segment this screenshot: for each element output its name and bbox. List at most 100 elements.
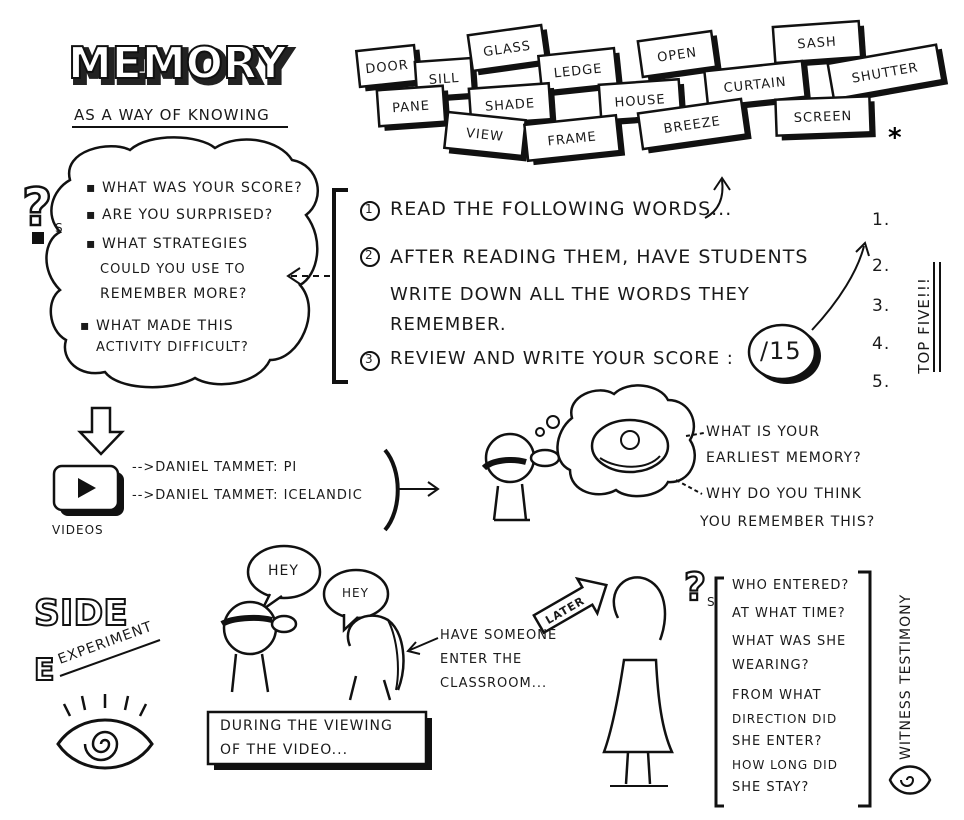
experiment-initial: E	[34, 653, 55, 688]
step-2-text-a: AFTER READING THEM, HAVE STUDENTS	[390, 246, 809, 268]
word-card-screen: SCREEN	[774, 95, 876, 141]
during-box	[206, 710, 428, 766]
woman-figure	[346, 614, 405, 701]
top5-number-1: 1.	[872, 210, 891, 230]
witness-testimony-label: WITNESS TESTIMONY	[898, 594, 914, 760]
baby-face-icon	[620, 430, 640, 450]
word-card-breeze: BREEZE	[636, 97, 752, 154]
qmark-dot	[32, 232, 44, 244]
instruction-line-2: ENTER THE	[440, 652, 523, 667]
word-card-pane: PANE	[375, 84, 451, 131]
step-circle-3	[360, 351, 380, 371]
standing-woman-figure	[602, 576, 674, 787]
title-shadow: MEMORY	[72, 42, 292, 93]
step-2-text-c: REMEMBER.	[390, 314, 507, 335]
top5-number-5: 5.	[872, 372, 891, 392]
word-card-label: DOOR	[365, 58, 410, 77]
thought-cloud	[556, 384, 696, 498]
instruction-line-1: HAVE SOMEONE	[440, 628, 558, 643]
score-circle	[747, 323, 817, 381]
step-number-2: 2	[365, 248, 374, 262]
man-figure	[220, 600, 298, 693]
witness-q-8: HOW LONG DID	[732, 758, 838, 772]
instruction-line-3: CLASSROOM...	[440, 676, 548, 691]
speech-bubble-1	[246, 544, 322, 600]
word-card-door: DOOR	[354, 43, 424, 92]
during-line-1: DURING THE VIEWING	[220, 718, 393, 734]
witness-q-6: DIRECTION DID	[732, 712, 838, 726]
during-line-2: OF THE VIDEO...	[220, 742, 349, 758]
video-link-icelandic[interactable]: -->DANIEL TAMMET: ICELANDIC	[132, 488, 363, 503]
word-card-glass: GLASS	[466, 23, 552, 76]
asterisk-mark: *	[888, 123, 902, 153]
witness-q-5: FROM WHAT	[732, 688, 822, 703]
top5-number-4: 4.	[872, 334, 891, 354]
memory-question-1b: EARLIEST MEMORY?	[706, 450, 862, 466]
top5-number-3: 3.	[872, 296, 891, 316]
word-card-label: SHADE	[485, 96, 536, 114]
witness-q-9: SHE STAY?	[732, 780, 810, 795]
step-circle-1	[360, 201, 380, 221]
word-card-label: SCREEN	[794, 109, 853, 126]
down-arrow-icon	[77, 406, 125, 456]
witness-qs-label: S	[707, 595, 716, 609]
witness-q-2: AT WHAT TIME?	[732, 606, 846, 621]
step-2-text-b: WRITE DOWN ALL THE WORDS THEY	[390, 284, 750, 305]
cloud-question-1: ▪ WHAT WAS YOUR SCORE?	[86, 180, 303, 196]
cloud-question-4b: ACTIVITY DIFFICULT?	[96, 340, 249, 355]
step-3-text: REVIEW AND WRITE YOUR SCORE :	[390, 348, 734, 369]
eye-icon	[56, 694, 154, 770]
witness-q-4: WEARING?	[732, 658, 810, 673]
arrow-score-to-top5	[811, 245, 865, 331]
page-subtitle: AS A WAY OF KNOWING	[74, 106, 270, 124]
hey-speech-1: HEY	[268, 563, 299, 579]
word-card-label: SILL	[428, 71, 460, 88]
word-card-label: VIEW	[465, 126, 504, 145]
witness-question-mark-icon: ?	[684, 565, 706, 609]
arrow-to-cards	[704, 179, 724, 219]
cloud-question-3c: REMEMBER MORE?	[100, 286, 248, 302]
word-card-label: OPEN	[656, 45, 698, 65]
cloud-question-3b: COULD YOU USE TO	[100, 262, 246, 277]
word-card-shutter: SHUTTER	[826, 43, 949, 104]
memory-question-2a: WHY DO YOU THINK	[706, 486, 862, 502]
step-number-3: 3	[365, 352, 374, 366]
steps-bracket	[332, 188, 348, 384]
word-card-label: CURTAIN	[723, 75, 787, 97]
word-card-sash: SASH	[771, 19, 867, 68]
hey-speech-2: HEY	[342, 586, 369, 600]
thinking-person-figure	[481, 415, 561, 522]
witness-q-3: WHAT WAS SHE	[732, 634, 847, 649]
videos-bracket	[383, 448, 400, 532]
cloud-outline	[45, 136, 320, 389]
memory-question-2b: YOU REMEMBER THIS?	[700, 514, 876, 530]
step-circle-2	[360, 247, 380, 267]
top5-number-2: 2.	[872, 256, 891, 276]
step-number-1: 1	[365, 202, 374, 216]
word-card-sill: SILL	[413, 56, 479, 103]
top-five-label: TOP FIVE!!!	[914, 277, 933, 374]
witness-q-1: WHO ENTERED?	[732, 578, 850, 593]
cloud-question-4: ▪ WHAT MADE THIS	[80, 318, 234, 334]
videos-label: VIDEOS	[52, 523, 104, 537]
word-card-label: LEDGE	[553, 61, 603, 81]
video-link-pi[interactable]: -->DANIEL TAMMET: PI	[132, 460, 298, 475]
witness-q-7: SHE ENTER?	[732, 734, 823, 749]
word-card-label: HOUSE	[614, 92, 666, 111]
title-block: MEMORY MEMORY AS A WAY OF KNOWING	[67, 37, 295, 128]
score-value[interactable]: /15	[760, 337, 802, 365]
memory-image-frame	[590, 418, 670, 474]
word-card-label: SASH	[797, 35, 837, 53]
questions-cloud	[45, 136, 320, 389]
step-1-text: READ THE FOLLOWING WORDS...	[390, 198, 733, 220]
page-title: MEMORY	[68, 38, 288, 89]
qs-label: S	[55, 221, 64, 235]
question-mark-icon: ?	[22, 178, 52, 238]
word-card-view: VIEW	[442, 110, 531, 162]
word-card-label: PANE	[392, 99, 431, 117]
witness-eye-icon	[888, 765, 932, 795]
word-card-label: GLASS	[482, 39, 532, 61]
cloud-question-3: ▪ WHAT STRATEGIES	[86, 236, 249, 252]
